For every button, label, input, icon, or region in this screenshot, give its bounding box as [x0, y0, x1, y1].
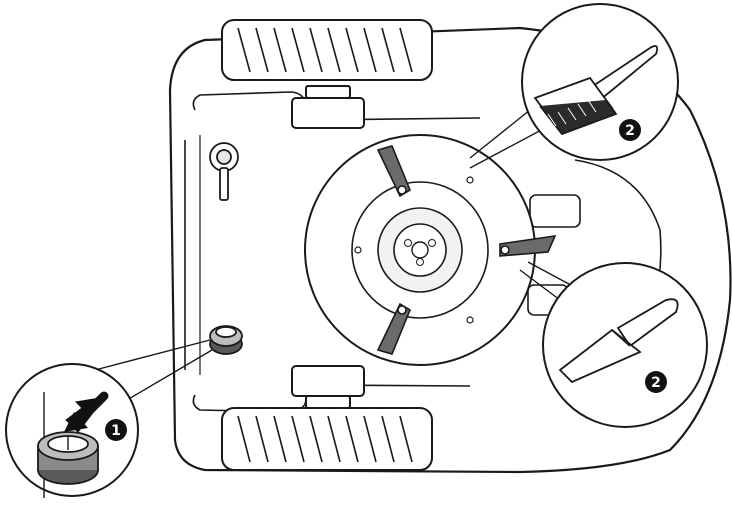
brush-callout: 2 [521, 3, 679, 161]
height-knob-small [209, 325, 243, 355]
cutting-disc [304, 134, 536, 366]
badge-2-brush: 2 [619, 119, 641, 141]
height-adjust-knob-icon [37, 392, 99, 498]
press-arrow-icon [64, 391, 109, 433]
cleaning-brush-icon [533, 45, 659, 136]
scraper-icon [558, 298, 679, 384]
wheel-top [221, 19, 433, 129]
badge-1-label: 1 [111, 423, 121, 439]
badge-2-brush-label: 2 [625, 123, 635, 139]
badge-2-scraper: 2 [645, 371, 667, 393]
wheel-bottom [221, 365, 433, 471]
blades [376, 145, 557, 355]
badge-1: 1 [105, 419, 127, 441]
sensor-top-left [209, 142, 239, 201]
scraper-callout: 2 [542, 262, 708, 428]
badge-2-scraper-label: 2 [651, 375, 661, 391]
knob-callout: 1 [5, 363, 139, 498]
